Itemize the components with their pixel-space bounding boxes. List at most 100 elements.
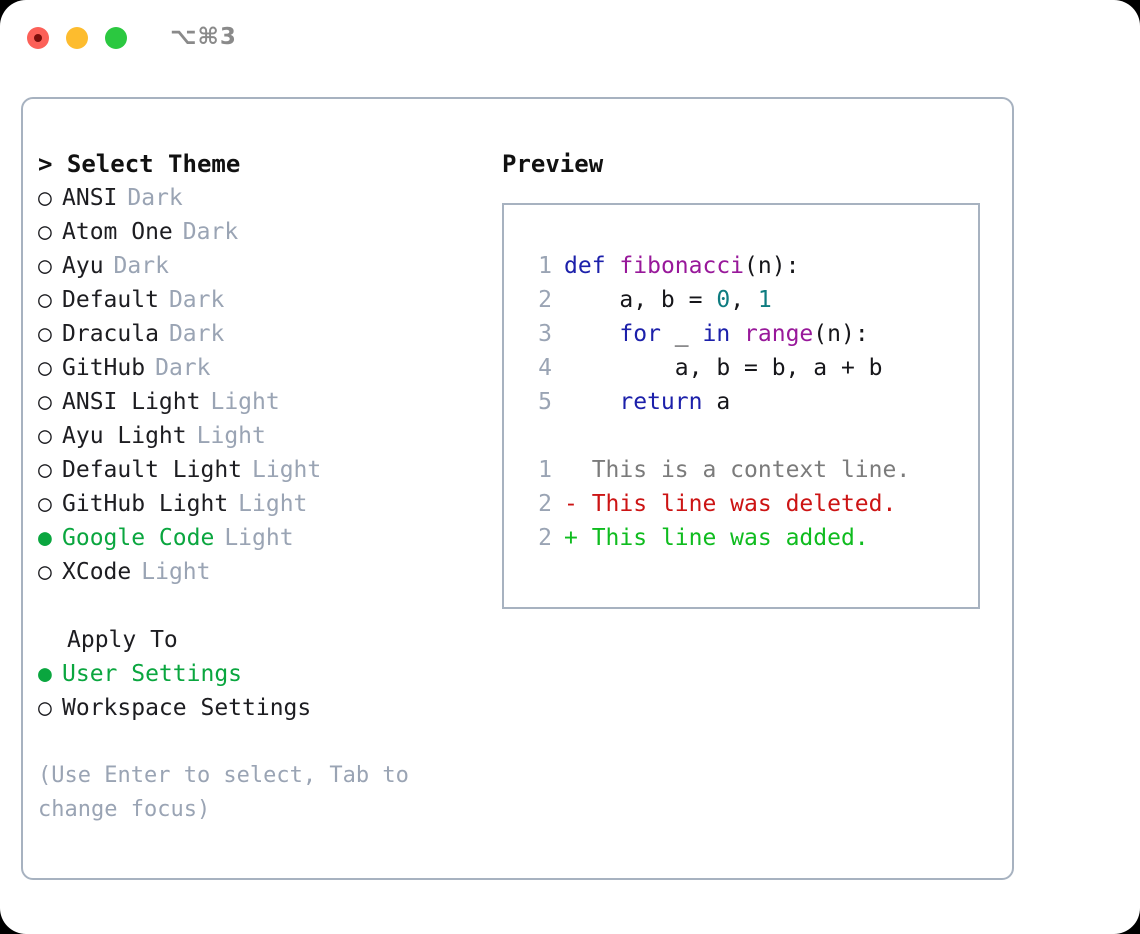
code-token-plain: _ (660, 321, 703, 347)
code-token-num: 0 (716, 287, 731, 313)
theme-option-ayu-light[interactable]: ○ Ayu Light Light (38, 419, 488, 453)
theme-variant-tag: Dark (182, 219, 239, 245)
code-token-plain: a (702, 389, 731, 415)
code-line: 4 a, b = b, a + b (522, 351, 910, 385)
theme-option-label: Atom One (62, 219, 173, 245)
theme-option-atom-one[interactable]: ○ Atom One Dark (38, 215, 488, 249)
code-line-text: def fibonacci(n): (564, 249, 799, 283)
theme-variant-tag: Light (141, 559, 211, 585)
code-token-kw: return (619, 389, 703, 415)
keyboard-shortcut-label: ⌥⌘3 (170, 24, 237, 50)
theme-option-label: Ayu Light (62, 423, 187, 449)
theme-variant-tag: Dark (127, 185, 183, 211)
diff-marker: + (564, 525, 578, 551)
select-theme-heading: > Select Theme (38, 150, 241, 178)
diff-line-text: This line was deleted. (577, 491, 897, 517)
line-number: 2 (538, 287, 552, 313)
line-number: 1 (538, 457, 552, 483)
radio-unselected-icon: ○ (38, 253, 52, 279)
code-token-plain (564, 321, 619, 347)
code-token-plain (730, 321, 744, 347)
code-line: 3 for _ in range(n): (522, 317, 910, 351)
theme-option-label: Default (62, 287, 159, 313)
apply-to-section: Apply To ● User Settings ○ Workspace Settin… (38, 623, 488, 725)
minimize-window-button[interactable] (66, 27, 88, 49)
theme-option-label: Default Light (62, 457, 243, 483)
code-token-num: 1 (757, 287, 772, 313)
code-line-text: return a (564, 385, 730, 419)
diff-line-del: 2- This line was deleted. (522, 487, 910, 521)
keyboard-hint-text: (Use Enter to select, Tab to change focu… (38, 763, 409, 822)
radio-unselected-icon: ○ (38, 287, 52, 313)
theme-option-label: ANSI Light (62, 389, 201, 415)
theme-option-github[interactable]: ○ GitHub Dark (38, 351, 488, 385)
code-token-punct: (n): (813, 321, 869, 347)
apply-option-workspace-settings[interactable]: ○ Workspace Settings (38, 691, 488, 725)
theme-variant-tag: Dark (155, 355, 211, 381)
code-line-text: for _ in range(n): (564, 317, 869, 351)
theme-variant-tag: Light (224, 525, 294, 551)
code-line: 5 return a (522, 385, 910, 419)
radio-unselected-icon: ○ (38, 321, 52, 347)
radio-unselected-icon: ○ (38, 423, 52, 449)
apply-to-heading: Apply To (67, 627, 178, 653)
radio-unselected-icon: ○ (38, 389, 52, 415)
code-token-plain (564, 389, 619, 415)
diff-marker: - (564, 491, 578, 517)
code-line: 1 def fibonacci(n): (522, 249, 910, 283)
theme-variant-tag: Dark (168, 321, 225, 347)
code-token-kw: for (619, 321, 661, 347)
apply-option-label: Workspace Settings (62, 695, 312, 721)
theme-option-label: Dracula (62, 321, 159, 347)
theme-option-label: Google Code (62, 525, 215, 551)
radio-unselected-icon: ○ (38, 355, 52, 381)
maximize-window-button[interactable] (105, 27, 127, 49)
code-token-fn: range (744, 321, 814, 347)
radio-unselected-icon: ○ (38, 559, 52, 585)
code-token-kw: def (564, 253, 606, 279)
line-number: 1 (538, 253, 552, 279)
code-line-text: a, b = b, a + b (564, 351, 883, 385)
apply-option-user-settings[interactable]: ● User Settings (38, 657, 488, 691)
radio-unselected-icon: ○ (38, 695, 52, 721)
radio-unselected-icon: ○ (38, 219, 52, 245)
apply-to-options[interactable]: ● User Settings ○ Workspace Settings (38, 657, 488, 725)
theme-variant-tag: Light (196, 423, 266, 449)
diff-line-add: 2+ This line was added. (522, 521, 910, 555)
code-line-text: a, b = 0, 1 (564, 283, 772, 317)
diff-line-ctx: 1 This is a context line. (522, 453, 910, 487)
close-window-button[interactable] (27, 27, 49, 49)
code-token-plain: a, b = b, a + b (564, 355, 883, 381)
theme-option-label: XCode (62, 559, 132, 585)
radio-selected-icon: ● (38, 661, 52, 687)
theme-option-label: GitHub Light (62, 491, 229, 517)
diff-marker (564, 453, 578, 487)
line-number: 4 (538, 355, 552, 381)
apply-option-label: User Settings (62, 661, 243, 687)
code-token-punct: (n): (744, 253, 800, 279)
theme-option-dracula[interactable]: ○ Dracula Dark (38, 317, 488, 351)
theme-option-label: GitHub (62, 355, 146, 381)
preview-heading: Preview (502, 150, 604, 178)
line-number: 2 (538, 491, 552, 517)
theme-option-xcode[interactable]: ○ XCode Light (38, 555, 488, 589)
radio-unselected-icon: ○ (38, 457, 52, 483)
code-token-plain: , (730, 287, 758, 313)
theme-variant-tag: Light (238, 491, 308, 517)
radio-unselected-icon: ○ (38, 185, 52, 211)
diff-line-text: This line was added. (577, 525, 869, 551)
